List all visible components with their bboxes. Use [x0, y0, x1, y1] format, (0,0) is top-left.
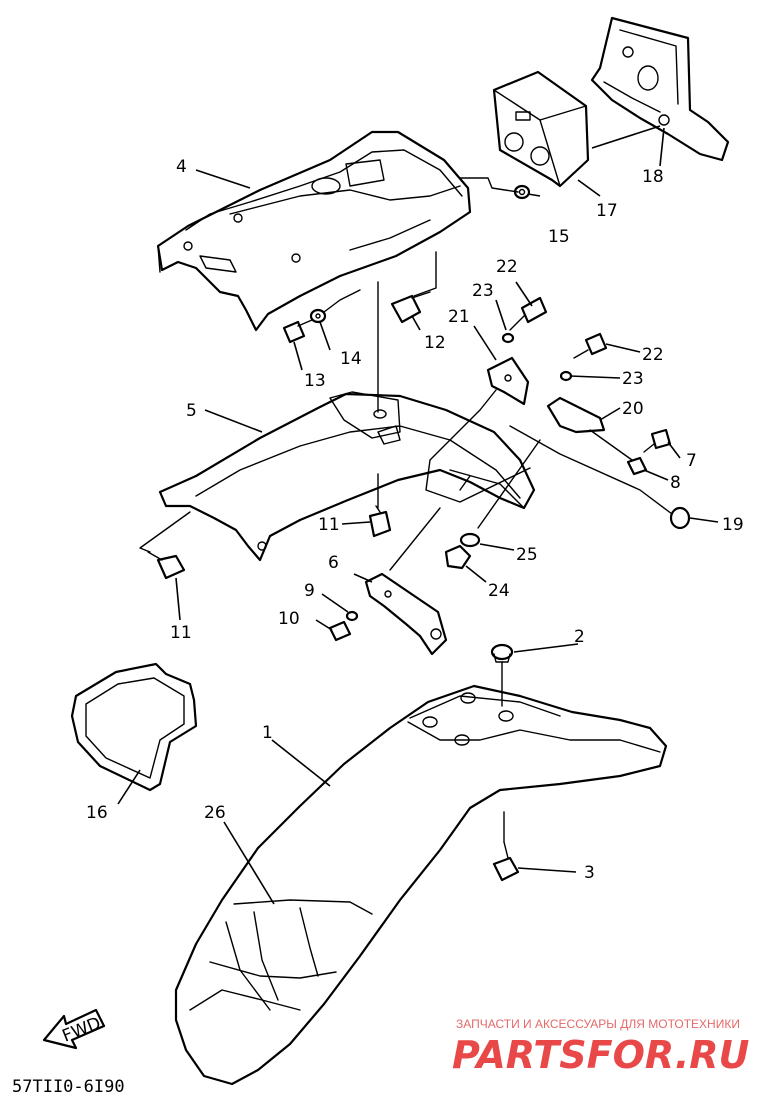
- part-19-reflector: [669, 506, 691, 530]
- part-3-bolt: [492, 841, 520, 882]
- callout-21: 21: [448, 307, 470, 327]
- part-9-washer: [345, 610, 359, 622]
- part-11-bolt-upper: [368, 505, 392, 538]
- callout-26: 26: [204, 803, 226, 823]
- callout-16: 16: [86, 803, 108, 823]
- callout-24: 24: [488, 581, 510, 601]
- callout-22-upper: 22: [496, 257, 518, 277]
- callout-18: 18: [642, 167, 664, 187]
- callout-12: 12: [424, 333, 446, 353]
- part-5-rear-fender-inner: [158, 391, 536, 562]
- part-18-bracket: [590, 16, 730, 162]
- callout-3: 3: [584, 863, 595, 883]
- callout-2: 2: [574, 627, 585, 647]
- callout-15: 15: [548, 227, 570, 247]
- callout-5: 5: [186, 401, 197, 421]
- callout-numbers: 1 2 3 4 5 6 7 8 9 10 11 11 12 13 14 15 1…: [86, 157, 744, 883]
- part-8-nut: [626, 456, 648, 476]
- callout-23-upper: 23: [472, 281, 494, 301]
- part-22-screw-right: [573, 332, 608, 359]
- part-23-washer-right: [559, 370, 573, 382]
- callout-7: 7: [686, 451, 697, 471]
- callout-9: 9: [304, 581, 315, 601]
- part-1-front-fender: [174, 684, 668, 1086]
- part-21-bracket: [486, 356, 530, 406]
- callout-8: 8: [670, 473, 681, 493]
- callout-25: 25: [516, 545, 538, 565]
- callout-23-right: 23: [622, 369, 644, 389]
- part-15-nut: [513, 184, 531, 200]
- leader-lines: [117, 125, 719, 905]
- callout-13: 13: [304, 371, 326, 391]
- part-16-mudflap: [70, 662, 198, 792]
- callout-1: 1: [262, 723, 273, 743]
- callout-4: 4: [176, 157, 187, 177]
- assembly-lines: [139, 177, 673, 843]
- callout-11-upper: 11: [318, 515, 340, 535]
- callout-17: 17: [596, 201, 618, 221]
- part-22-screw-upper: [509, 296, 548, 331]
- part-23-washer-upper: [501, 332, 515, 344]
- watermark-brand: PARTSFOR.RU: [452, 1033, 750, 1077]
- part-10-nut: [328, 620, 352, 642]
- part-25-washer: [459, 532, 481, 548]
- callout-10: 10: [278, 609, 300, 629]
- callout-11-left: 11: [170, 623, 192, 643]
- fwd-label: FWD: [60, 1013, 104, 1046]
- callout-19: 19: [722, 515, 744, 535]
- part-24-nut: [444, 544, 472, 570]
- part-7-screw: [643, 428, 672, 453]
- fwd-arrow: FWD: [42, 1008, 106, 1050]
- part-11-bolt-left: [147, 551, 186, 580]
- callout-20: 20: [622, 399, 644, 419]
- part-20-bracket: [546, 396, 606, 434]
- callout-14: 14: [340, 349, 362, 369]
- part-6-stay: [364, 572, 448, 656]
- part-4-rear-cover: [156, 130, 472, 332]
- watermark-tagline: ЗАПЧАСТИ И АКСЕССУАРЫ ДЛЯ МОТОТЕХНИКИ: [456, 1017, 740, 1031]
- part-12-bolt: [390, 291, 431, 324]
- part-17-taillight: [492, 70, 590, 188]
- part-14-washer: [309, 308, 327, 324]
- part-2-grommet: [490, 643, 514, 663]
- diagram-code: 57TII0-6I90: [12, 1077, 125, 1097]
- callout-22-right: 22: [642, 345, 664, 365]
- part-13-bolt: [282, 319, 313, 344]
- watermark-logo: ЗАПЧАСТИ И АКСЕССУАРЫ ДЛЯ МОТОТЕХНИКИ PA…: [452, 1017, 750, 1077]
- callout-6: 6: [328, 553, 339, 573]
